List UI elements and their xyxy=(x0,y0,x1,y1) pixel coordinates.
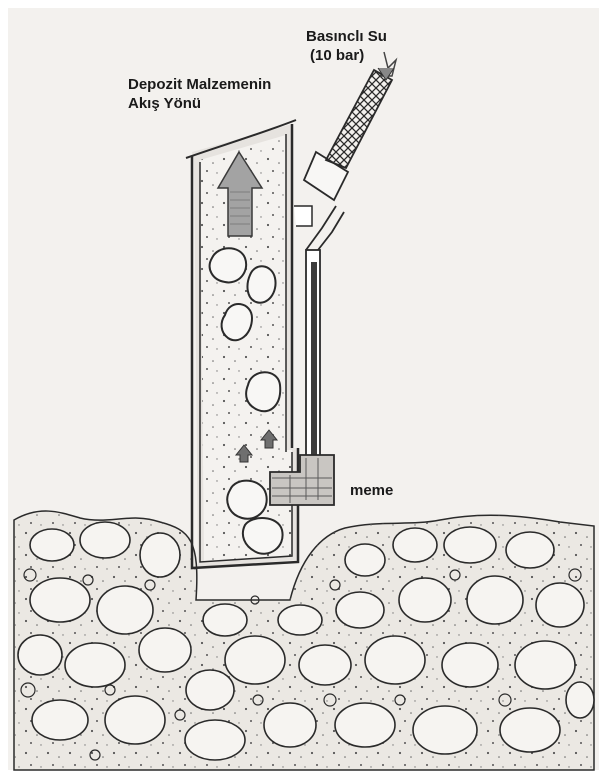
flow-direction-label-line2: Akış Yönü xyxy=(128,95,201,113)
nozzle-label: meme xyxy=(350,482,393,500)
flow-direction-label-line1: Depozit Malzemenin xyxy=(128,76,271,94)
water-stream xyxy=(311,262,317,457)
water-pressure-value: (10 bar) xyxy=(310,47,364,65)
water-pressure-label: Basınclı Su xyxy=(306,28,387,46)
